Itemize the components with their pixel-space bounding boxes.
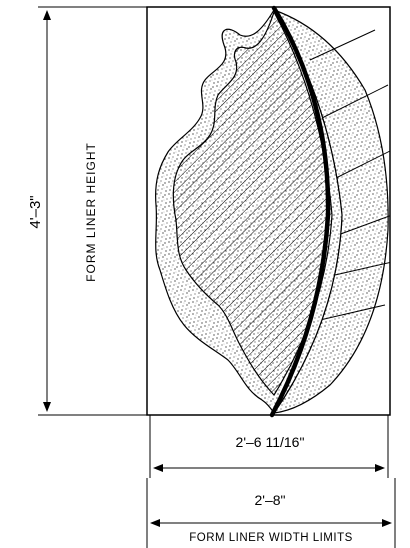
width-label: FORM LINER WIDTH LIMITS — [189, 532, 353, 544]
outer-width-dimension-value: 2'–8" — [254, 492, 285, 508]
height-label: FORM LINER HEIGHT — [84, 142, 98, 282]
inner-width-dimension: 2'–6 11/16" — [149, 415, 389, 478]
vein-line — [309, 29, 376, 61]
vein-line — [331, 149, 390, 181]
vein-line — [337, 214, 390, 236]
vein-line — [334, 261, 390, 276]
leaf-left-inner — [172, 10, 333, 396]
vein-line — [321, 84, 389, 119]
form-liner-outline — [146, 6, 391, 416]
inner-width-dimension-value: 2'–6 11/16" — [236, 434, 305, 450]
height-dimension-value: 4'–3" — [27, 195, 44, 228]
leaf-midrib — [269, 5, 331, 418]
leaf-right-half — [272, 8, 390, 414]
outer-width-dimension: 2'–8" FORM LINER WIDTH LIMITS — [146, 478, 396, 548]
vein-line — [319, 304, 386, 321]
height-dimension: 4'–3" FORM LINER HEIGHT — [27, 6, 147, 416]
